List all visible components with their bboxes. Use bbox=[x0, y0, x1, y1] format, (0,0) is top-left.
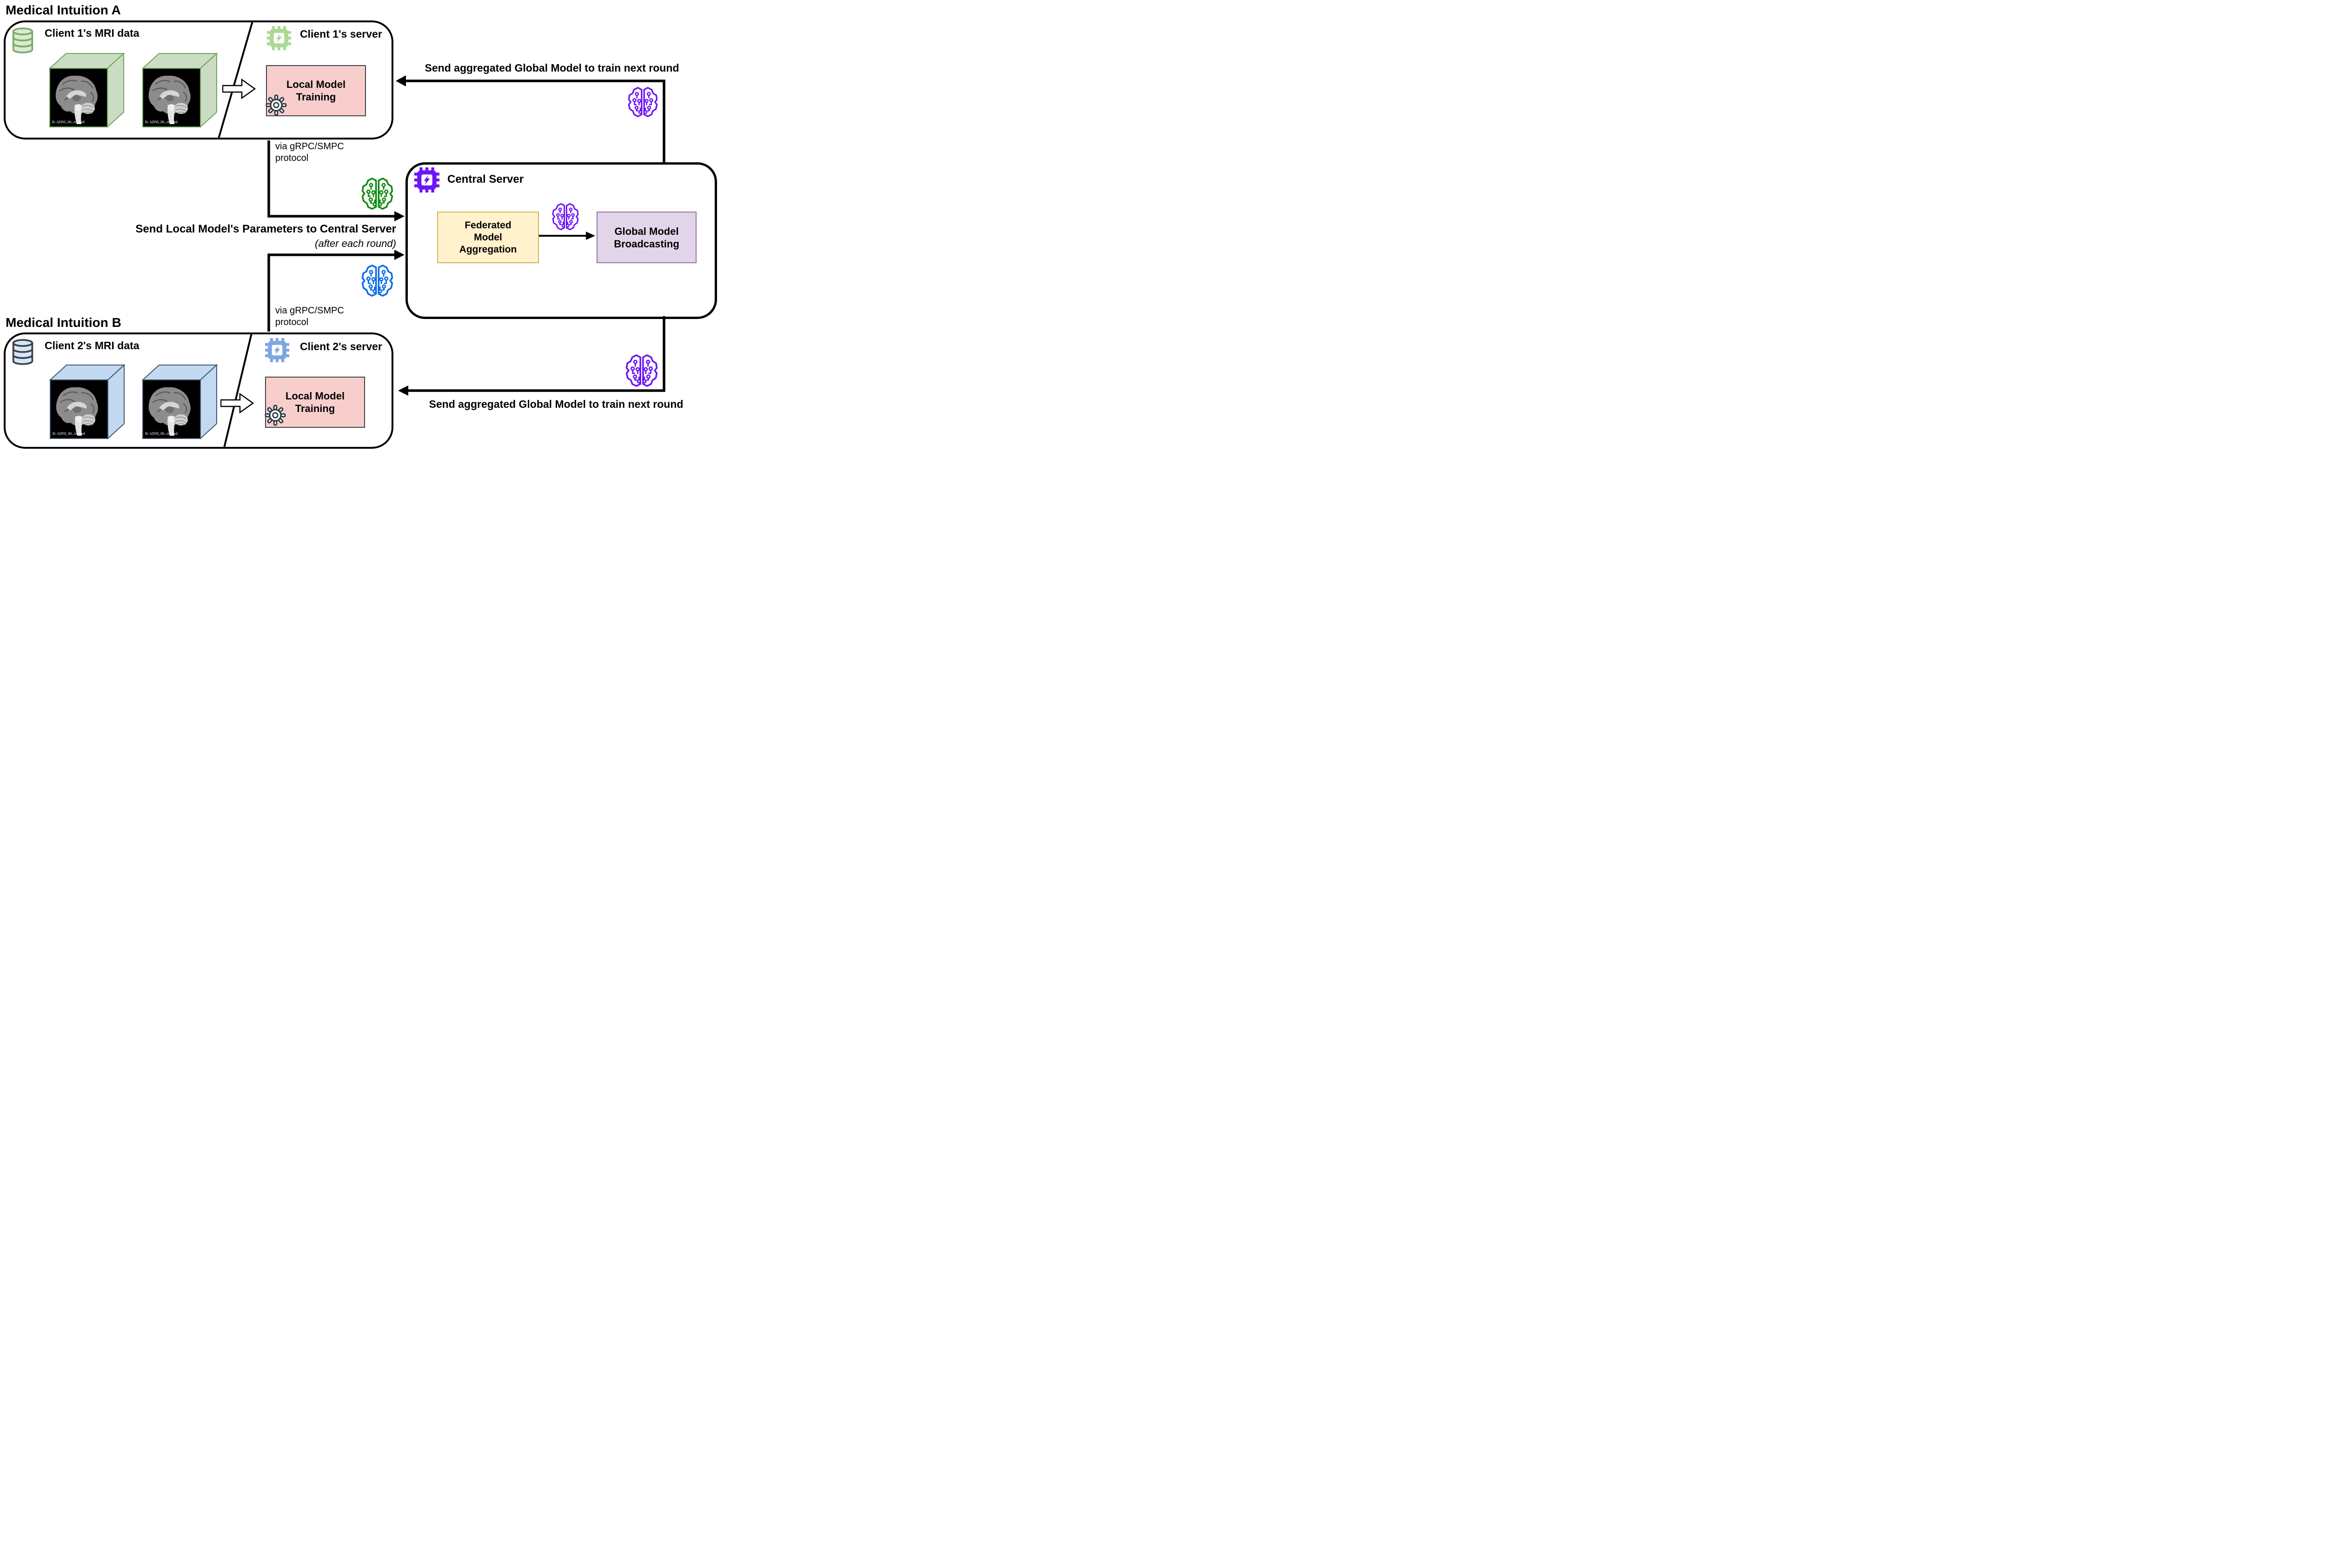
federated-model-aggregation-box: Federated Model Aggregation bbox=[437, 212, 539, 263]
block-arrow-icon bbox=[222, 78, 256, 100]
chip-icon bbox=[267, 26, 291, 50]
central-server-title: Central Server bbox=[447, 173, 524, 186]
arrow-global-to-client2 bbox=[398, 316, 665, 396]
brain-circuit-icon bbox=[625, 354, 658, 387]
mri-volume: B: ADNI_00...tripped bbox=[142, 52, 218, 128]
svg-text:B: ADNI_00...tripped: B: ADNI_00...tripped bbox=[52, 120, 85, 124]
gear-icon bbox=[265, 405, 286, 426]
client2-mri-data-header: Client 2's MRI data bbox=[45, 339, 140, 352]
client1-mri-data-header: Client 1's MRI data bbox=[45, 27, 140, 39]
database-icon bbox=[11, 27, 34, 54]
global-model-broadcasting-label: Global Model bbox=[614, 225, 679, 237]
global-model-broadcasting-box: Global Model Broadcasting bbox=[597, 212, 697, 263]
client1-server-header: Client 1's server bbox=[300, 28, 382, 40]
brain-circuit-icon bbox=[551, 203, 579, 231]
svg-text:B: ADNI_00...tripped: B: ADNI_00...tripped bbox=[145, 120, 178, 124]
local-model-training-box: Local Model Training bbox=[266, 65, 366, 116]
brain-circuit-icon bbox=[627, 86, 658, 118]
brain-circuit-icon bbox=[361, 177, 394, 210]
arrow-global-to-client1 bbox=[396, 75, 665, 162]
via-protocol-top-label: via gRPC/SMPC protocol bbox=[275, 141, 344, 163]
local-model-training-label: Local Model bbox=[286, 79, 346, 90]
federated-model-aggregation-label: Federated bbox=[465, 219, 512, 231]
block-arrow-icon bbox=[220, 392, 254, 414]
brain-circuit-icon bbox=[361, 264, 394, 297]
mri-volume: B: ADNI_00...tripped bbox=[49, 364, 125, 439]
mri-volume: B: ADNI_00...tripped bbox=[142, 364, 218, 439]
gear-icon bbox=[266, 94, 287, 116]
send-global-model-top-label: Send aggregated Global Model to train ne… bbox=[425, 62, 679, 74]
database-icon bbox=[11, 339, 34, 365]
local-model-training-label: Local Model bbox=[285, 390, 345, 402]
via-protocol-bottom-label: via gRPC/SMPC protocol bbox=[275, 306, 344, 327]
institution-b-title: Medical Intuition B bbox=[6, 315, 121, 330]
chip-icon bbox=[414, 167, 439, 193]
svg-text:B: ADNI_00...tripped: B: ADNI_00...tripped bbox=[145, 432, 178, 436]
send-local-parameters-label: Send Local Model's Parameters to Central… bbox=[74, 223, 396, 250]
institution-a-title: Medical Intuition A bbox=[6, 3, 121, 17]
after-each-round-note: (after each round) bbox=[315, 238, 396, 249]
mri-volume: B: ADNI_00...tripped bbox=[49, 52, 125, 128]
diagram-canvas: Medical Intuition A Client 1's MRI data … bbox=[0, 0, 718, 451]
chip-icon bbox=[265, 338, 289, 362]
client2-server-header: Client 2's server bbox=[300, 340, 382, 352]
svg-text:B: ADNI_00...tripped: B: ADNI_00...tripped bbox=[53, 432, 85, 436]
send-global-model-bottom-label: Send aggregated Global Model to train ne… bbox=[429, 398, 684, 410]
